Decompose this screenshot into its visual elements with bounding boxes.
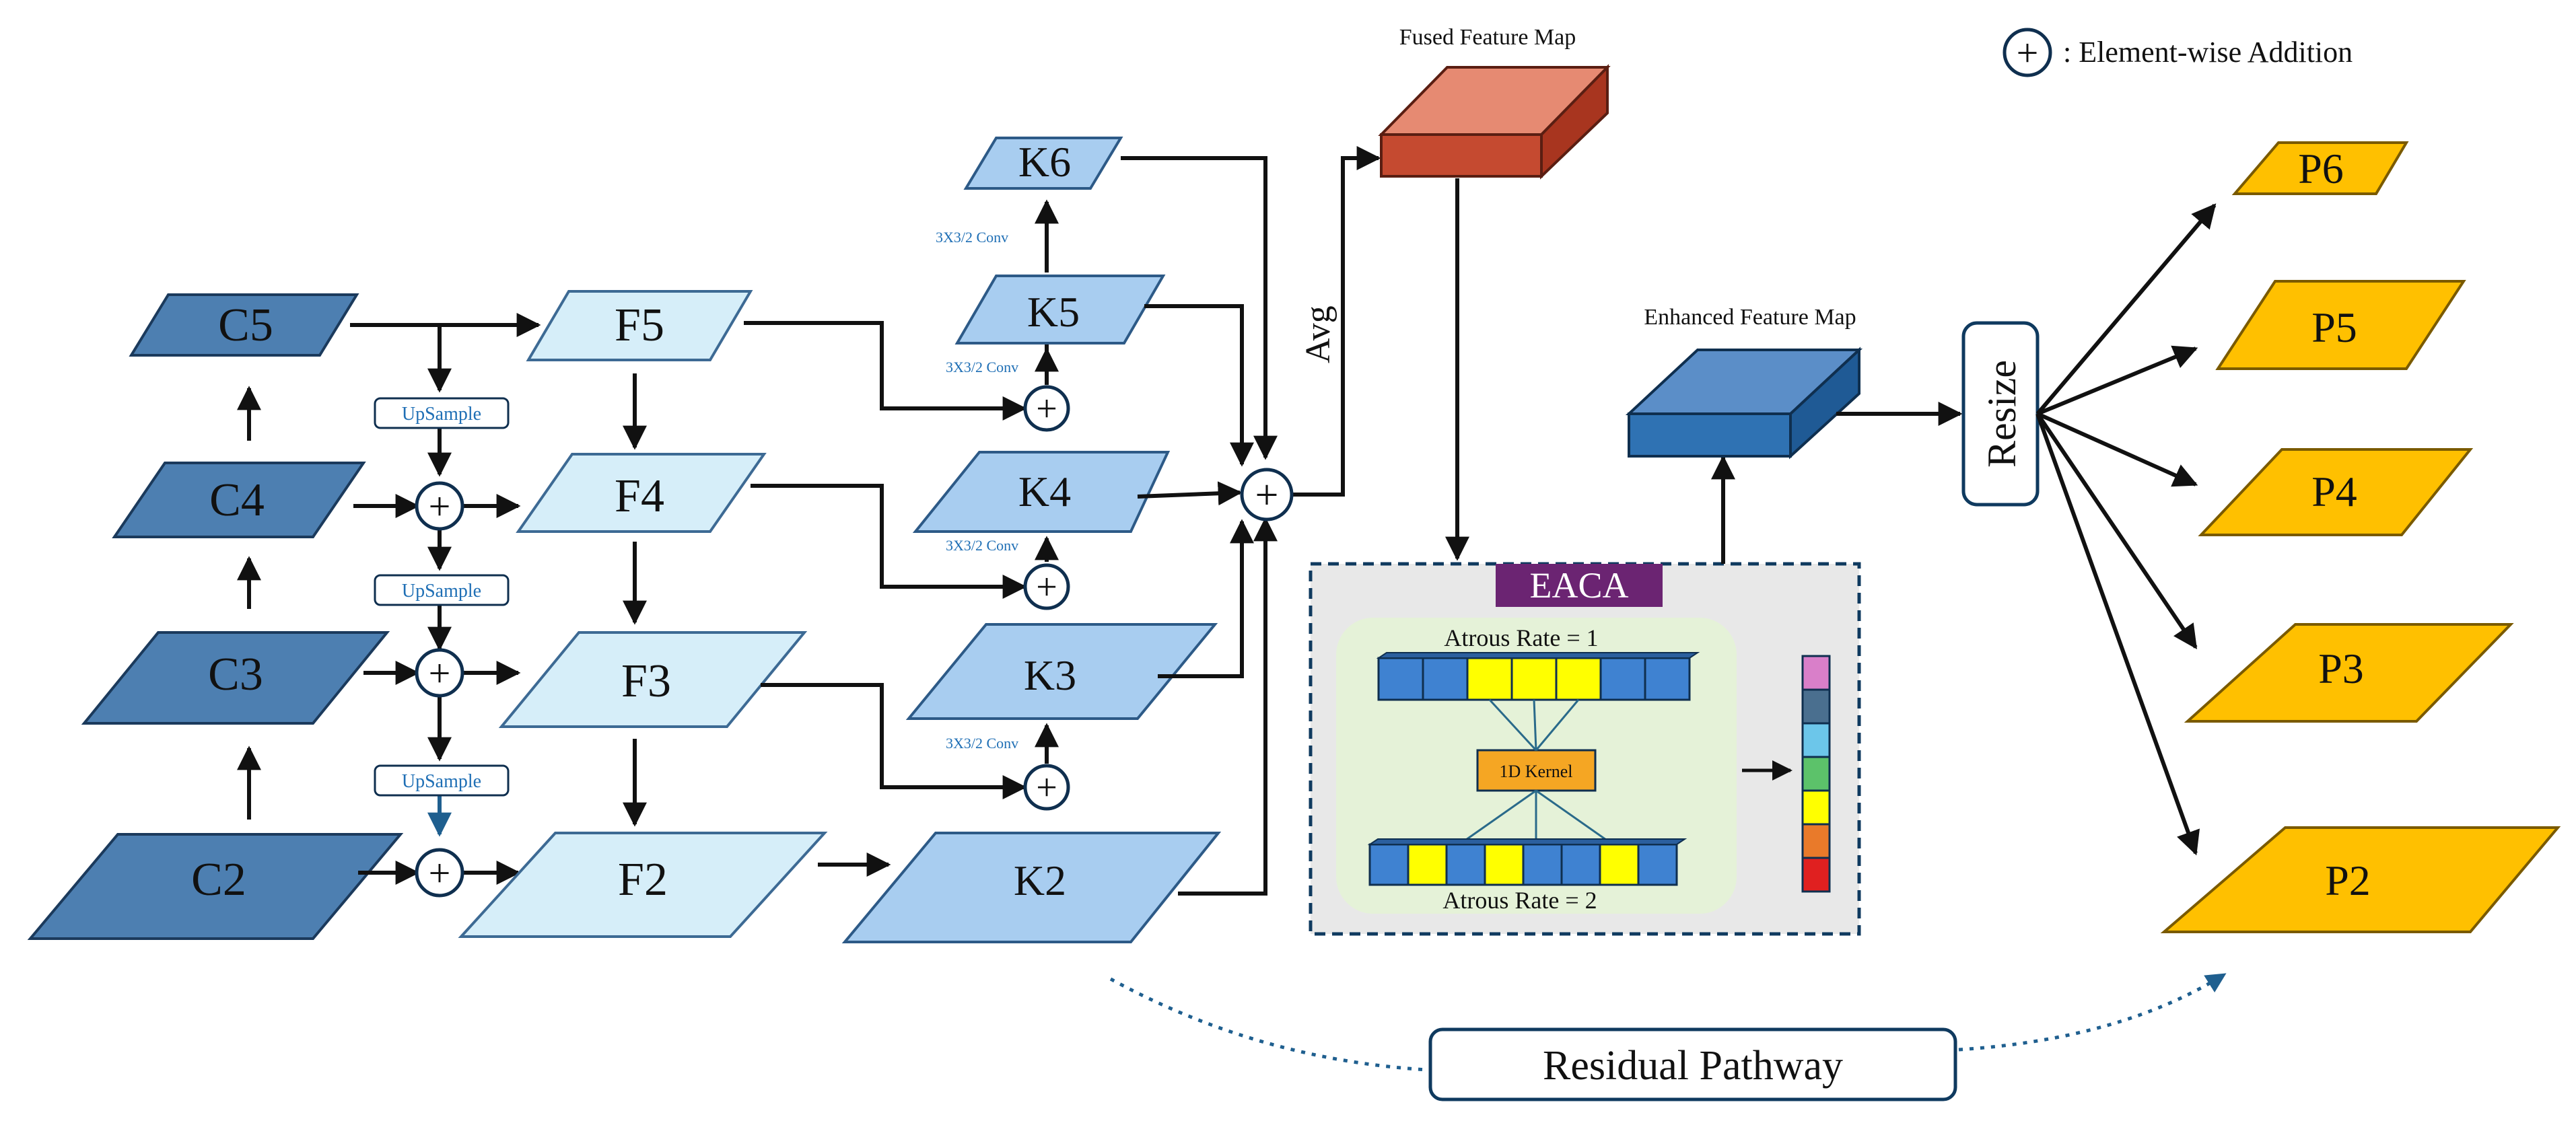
add-node-k2-symbol: + bbox=[1036, 767, 1057, 809]
topdown-connections bbox=[350, 313, 541, 885]
k6-label: K6 bbox=[1018, 138, 1071, 186]
k3-label: K3 bbox=[1024, 651, 1076, 699]
upsample-label-1: UpSample bbox=[402, 404, 481, 425]
lateral-connections bbox=[744, 199, 1059, 877]
p-block-p3: P3 bbox=[2184, 623, 2514, 723]
add-node-k2: + bbox=[1023, 764, 1070, 811]
add-node-f3: + bbox=[415, 648, 464, 698]
resize-box: Resize bbox=[1961, 321, 2040, 507]
f-block-f4: F4 bbox=[516, 453, 767, 533]
k-block-k3: K3 bbox=[905, 623, 1218, 720]
rate1-cells bbox=[1377, 657, 1691, 701]
conv-label-k3: 3X3/2 Conv bbox=[946, 735, 1018, 752]
f-block-f5: F5 bbox=[526, 290, 753, 361]
p-block-p2: P2 bbox=[2160, 826, 2561, 933]
c-block-c5: C5 bbox=[129, 293, 359, 357]
fused-feature-map bbox=[1378, 64, 1611, 180]
add-node-k4-symbol: + bbox=[1036, 388, 1057, 430]
rate1-label: Atrous Rate = 1 bbox=[1444, 624, 1598, 651]
eaca-title: EACA bbox=[1530, 565, 1629, 606]
f3-label: F3 bbox=[621, 655, 671, 707]
channel-weights bbox=[1801, 655, 1831, 893]
add-node-fuse: + bbox=[1240, 468, 1294, 521]
f5-label: F5 bbox=[615, 299, 664, 351]
p3-label: P3 bbox=[2318, 645, 2364, 692]
conv-label-k5: 3X3/2 Conv bbox=[946, 359, 1018, 375]
add-node-f4-symbol: + bbox=[429, 484, 451, 528]
kernel-label: 1D Kernel bbox=[1499, 762, 1572, 781]
c-block-c3: C3 bbox=[81, 631, 390, 725]
upsample-box-2: UpSample bbox=[374, 574, 510, 606]
f-block-f3: F3 bbox=[498, 631, 808, 728]
k4-label: K4 bbox=[1018, 468, 1071, 515]
rate2-label: Atrous Rate = 2 bbox=[1442, 887, 1597, 914]
residual-label: Residual Pathway bbox=[1543, 1043, 1843, 1089]
avg-label: Avg bbox=[1299, 305, 1337, 363]
add-node-k4: + bbox=[1023, 385, 1070, 432]
c5-label: C5 bbox=[218, 299, 273, 351]
f4-label: F4 bbox=[615, 470, 664, 522]
k2-label: K2 bbox=[1014, 857, 1066, 904]
k-block-k4: K4 bbox=[912, 451, 1171, 533]
add-node-fuse-symbol: + bbox=[1255, 472, 1279, 518]
k-block-k2: K2 bbox=[841, 832, 1222, 943]
rate2-cells bbox=[1368, 843, 1678, 886]
enhanced-label: Enhanced Feature Map bbox=[1644, 305, 1856, 330]
c2-label: C2 bbox=[191, 854, 246, 906]
p6-label: P6 bbox=[2298, 145, 2344, 192]
c-block-c4: C4 bbox=[112, 462, 366, 538]
c-block-c2: C2 bbox=[27, 833, 404, 940]
fused-label: Fused Feature Map bbox=[1399, 25, 1576, 50]
k-block-k5: K5 bbox=[954, 275, 1166, 344]
kernel-lines bbox=[1459, 698, 1613, 846]
add-node-k3: + bbox=[1023, 563, 1070, 610]
add-node-f4: + bbox=[415, 481, 464, 531]
p-block-p5: P5 bbox=[2215, 280, 2466, 370]
conv-label-k4: 3X3/2 Conv bbox=[946, 537, 1018, 554]
add-node-f2-symbol: + bbox=[429, 851, 451, 895]
upsample-label-3: UpSample bbox=[402, 771, 481, 792]
upsample-label-2: UpSample bbox=[402, 581, 481, 602]
add-node-f3-symbol: + bbox=[429, 651, 451, 695]
resize-label: Resize bbox=[1980, 360, 2024, 468]
legend: + : Element-wise Addition bbox=[2003, 28, 2353, 77]
p-block-p6: P6 bbox=[2231, 141, 2409, 195]
legend-symbol: + bbox=[2017, 31, 2039, 75]
f2-label: F2 bbox=[618, 854, 668, 906]
k5-label: K5 bbox=[1027, 288, 1080, 336]
upsample-box-1: UpSample bbox=[374, 397, 510, 429]
add-node-k3-symbol: + bbox=[1036, 567, 1057, 608]
c4-label: C4 bbox=[209, 474, 265, 526]
residual-pathway: Residual Pathway bbox=[1109, 972, 2227, 1101]
eaca-module: EACA Atrous Rate = 1 Atrous Rate = 2 1D … bbox=[1309, 562, 1861, 936]
conv-label-k6: 3X3/2 Conv bbox=[936, 229, 1008, 246]
add-node-f2: + bbox=[415, 848, 464, 898]
p4-label: P4 bbox=[2311, 468, 2357, 515]
fuse-connections bbox=[1121, 146, 1381, 896]
legend-text: : Element-wise Addition bbox=[2063, 36, 2353, 69]
p2-label: P2 bbox=[2325, 857, 2371, 904]
c3-label: C3 bbox=[208, 649, 263, 700]
upsample-box-3: UpSample bbox=[374, 764, 510, 797]
p5-label: P5 bbox=[2311, 303, 2357, 351]
addition-icon bbox=[2003, 28, 2052, 77]
p-block-p4: P4 bbox=[2198, 448, 2474, 536]
f-block-f2: F2 bbox=[458, 832, 828, 938]
enhanced-feature-map bbox=[1625, 347, 1863, 460]
k-block-k6: K6 bbox=[963, 137, 1123, 190]
resize-fanout-arrows bbox=[2035, 203, 2217, 856]
